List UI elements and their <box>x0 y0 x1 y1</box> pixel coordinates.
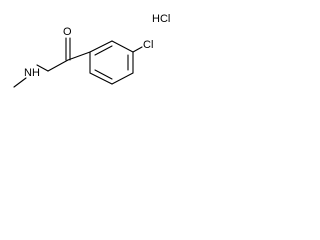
salt-label: HCl <box>152 13 170 25</box>
chemical-structure-diagram: HCl O Cl NH <box>13 13 170 88</box>
atom-labels: HCl O Cl NH <box>24 13 170 79</box>
chain-bond-co-ch2 <box>47 59 69 72</box>
ring-to-cl-bond <box>132 46 143 53</box>
chlorine-label: Cl <box>143 39 153 51</box>
chain-bond-co-ring <box>67 51 91 61</box>
chain-bond-ch2-n <box>36 64 49 72</box>
oxygen-label: O <box>63 26 72 38</box>
chain-bond-n-methyl <box>13 77 27 88</box>
ring-bond-4 <box>111 72 134 85</box>
ring-bond-1 <box>89 40 113 53</box>
bonds <box>13 37 143 88</box>
ring-inner-bond-3 <box>94 69 113 80</box>
ring-inner-bond-1 <box>94 45 113 56</box>
amine-label: NH <box>24 67 40 79</box>
ring-bond-5 <box>89 72 113 85</box>
ring-bond-2 <box>111 40 134 53</box>
